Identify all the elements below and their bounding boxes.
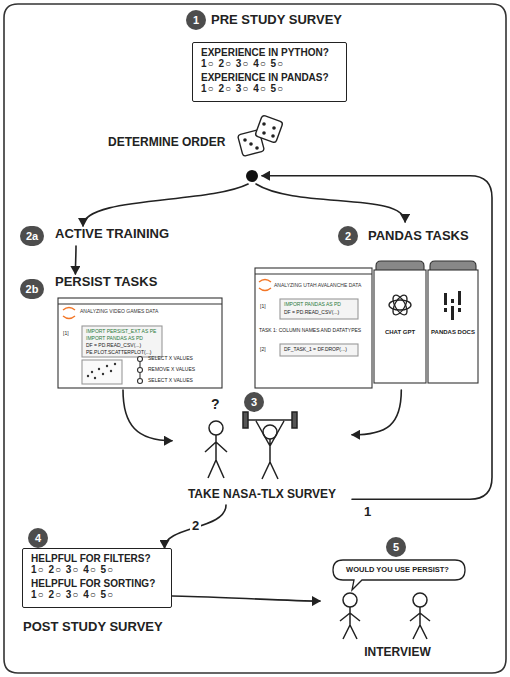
flow-arrow [123, 390, 172, 441]
label-text: DF = PD.READ_CSV(...) [284, 310, 339, 316]
tool-window: CHAT GPT [374, 265, 426, 383]
callout-number: 2a [20, 226, 44, 246]
docs-window [428, 261, 478, 383]
node-text: 1○ 2○ 3○ 4○ 5○ [31, 564, 163, 575]
node-text: HELPFUL FOR SORTING? [31, 578, 163, 589]
node-text: 1○ 2○ 3○ 4○ 5○ [31, 589, 163, 600]
label-text: DF_TASK_1 = DF.DROP(...) [284, 347, 347, 353]
persist-screenshot [58, 298, 222, 388]
node-text: PANDAS TASKS [368, 228, 469, 243]
callout-number: 4 [28, 528, 48, 548]
node-text: WOULD YOU USE PERSIST? [320, 565, 475, 574]
callout-number: 1 [186, 10, 206, 30]
node-text: HELPFUL FOR FILTERS? [31, 553, 163, 564]
label-text: ? [211, 397, 220, 412]
label-text: [2] [260, 347, 266, 353]
pandas-screenshot [255, 268, 372, 388]
node-text: POST STUDY SURVEY [23, 619, 163, 634]
node-text: EXPERIENCE IN PYTHON? [201, 47, 338, 58]
label-text: [1] [63, 331, 69, 337]
edge-label: 1 [362, 505, 373, 519]
flow-arrow [83, 184, 248, 226]
node-text: ACTIVE TRAINING [55, 226, 195, 241]
dice [238, 115, 284, 157]
node-text: INTERVIEW [320, 645, 475, 659]
frame [4, 4, 506, 673]
label-text: ANALYZING VIDEO GAMES DATA [80, 309, 158, 315]
step-label: ACTIVE TRAINING [55, 226, 195, 246]
node-text: PERSIST TASKS [55, 274, 225, 289]
node-text: PRE STUDY SURVEY [211, 12, 342, 27]
node-text: 1○ 2○ 3○ 4○ 5○ [201, 83, 338, 94]
node-text: 1○ 2○ 3○ 4○ 5○ [201, 58, 338, 69]
order-step: DETERMINE ORDER [100, 125, 262, 184]
node-text: TAKE NASA-TLX SURVEY [172, 487, 352, 501]
survey-form: HELPFUL FOR FILTERS?1○ 2○ 3○ 4○ 5○HELPFU… [22, 548, 172, 608]
edge-label: 2 [190, 519, 201, 533]
survey-form: PRE STUDY SURVEYEXPERIENCE IN PYTHON?1○ … [192, 42, 347, 102]
flow-arrow [172, 596, 320, 601]
label-text: PE.PLOT.SCATTERPLOT(...) [86, 350, 151, 356]
callout-number: 2 [338, 226, 358, 246]
callout-number: 2b [20, 279, 44, 299]
flow-arrow [165, 505, 227, 548]
label-text: IMPORT PERSIST_EXT AS PE [86, 329, 156, 335]
label-text: SELECT X VALUES [148, 378, 193, 384]
speech-bubble [333, 560, 465, 590]
label-text: [1] [260, 304, 266, 310]
chat-window [374, 261, 426, 383]
node-text: DETERMINE ORDER [100, 125, 262, 149]
flow-arrow [75, 246, 77, 274]
callout-number: 5 [386, 537, 406, 557]
label-text: REMOVE X VALUES [148, 367, 195, 373]
tool-window: PANDAS DOCS [428, 265, 478, 383]
node-text: PANDAS DOCS [428, 329, 478, 335]
stick-figures [205, 412, 430, 639]
label-text: DF = PD.READ_CSV(...) [86, 343, 141, 349]
flow-arrow [352, 390, 401, 435]
label-text: IMPORT PANDAS AS PD [284, 302, 341, 308]
label-text: TASK 1: COLUMN NAMES AND DATATYPES [259, 328, 361, 334]
callout-number: 3 [244, 392, 264, 412]
label-text: IMPORT PANDAS AS PD [86, 336, 143, 342]
interview-step: WOULD YOU USE PERSIST? INTERVIEW [320, 562, 475, 665]
flow-arrow [262, 176, 492, 500]
flow-arrow [256, 184, 405, 222]
label-text: ANALYZING UTAH AVALANCHE DATA [274, 283, 361, 289]
label-text: SELECT X VALUES [148, 356, 193, 362]
node-text: EXPERIENCE IN PANDAS? [201, 72, 338, 83]
node-text: CHAT GPT [374, 329, 426, 335]
junction-dot [246, 170, 258, 182]
